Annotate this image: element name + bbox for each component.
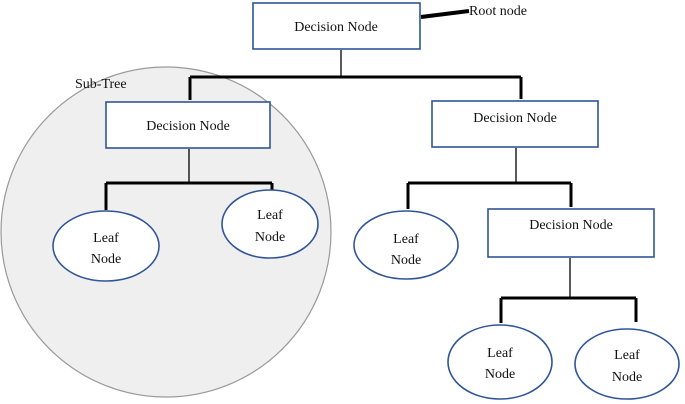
- svg-text:Node: Node: [255, 230, 285, 245]
- subtree-region: [0, 66, 332, 398]
- svg-text:Node: Node: [391, 253, 421, 268]
- svg-text:Leaf: Leaf: [487, 346, 513, 361]
- root-decision-node: Decision Node: [252, 2, 421, 50]
- svg-text:Leaf: Leaf: [614, 348, 640, 363]
- leaf-node-3: Leaf Node: [353, 210, 459, 280]
- svg-text:Decision Node: Decision Node: [294, 20, 378, 35]
- lower-decision-node: Decision Node: [487, 208, 655, 258]
- svg-text:Leaf: Leaf: [393, 232, 419, 247]
- leaf-node-1: Leaf Node: [52, 210, 160, 282]
- root-pointer-line: [420, 9, 470, 19]
- leaf-node-2: Leaf Node: [221, 189, 319, 259]
- svg-text:Decision Node: Decision Node: [529, 218, 613, 233]
- leaf-node-4: Leaf Node: [447, 324, 553, 400]
- left-decision-node: Decision Node: [105, 101, 271, 149]
- subtree-label: Sub-Tree: [75, 77, 127, 92]
- leaf-node-5: Leaf Node: [574, 328, 680, 400]
- right-decision-connectors: [406, 148, 573, 209]
- svg-text:Decision Node: Decision Node: [146, 119, 230, 134]
- svg-text:Leaf: Leaf: [257, 208, 283, 223]
- svg-text:Node: Node: [612, 370, 642, 385]
- lower-decision-connectors: [499, 258, 638, 323]
- root-connectors: [188, 50, 523, 100]
- svg-text:Node: Node: [91, 252, 121, 267]
- root-node-annotation: Root node: [469, 4, 527, 19]
- svg-text:Decision Node: Decision Node: [473, 111, 557, 126]
- svg-text:Node: Node: [485, 367, 515, 382]
- right-decision-node: Decision Node: [431, 100, 599, 148]
- svg-text:Leaf: Leaf: [93, 231, 119, 246]
